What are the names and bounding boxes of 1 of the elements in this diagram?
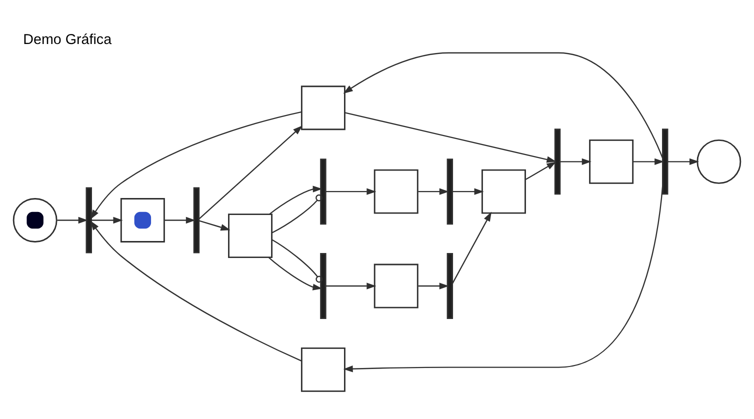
diagram-title: Demo Gráfica: [23, 32, 112, 48]
